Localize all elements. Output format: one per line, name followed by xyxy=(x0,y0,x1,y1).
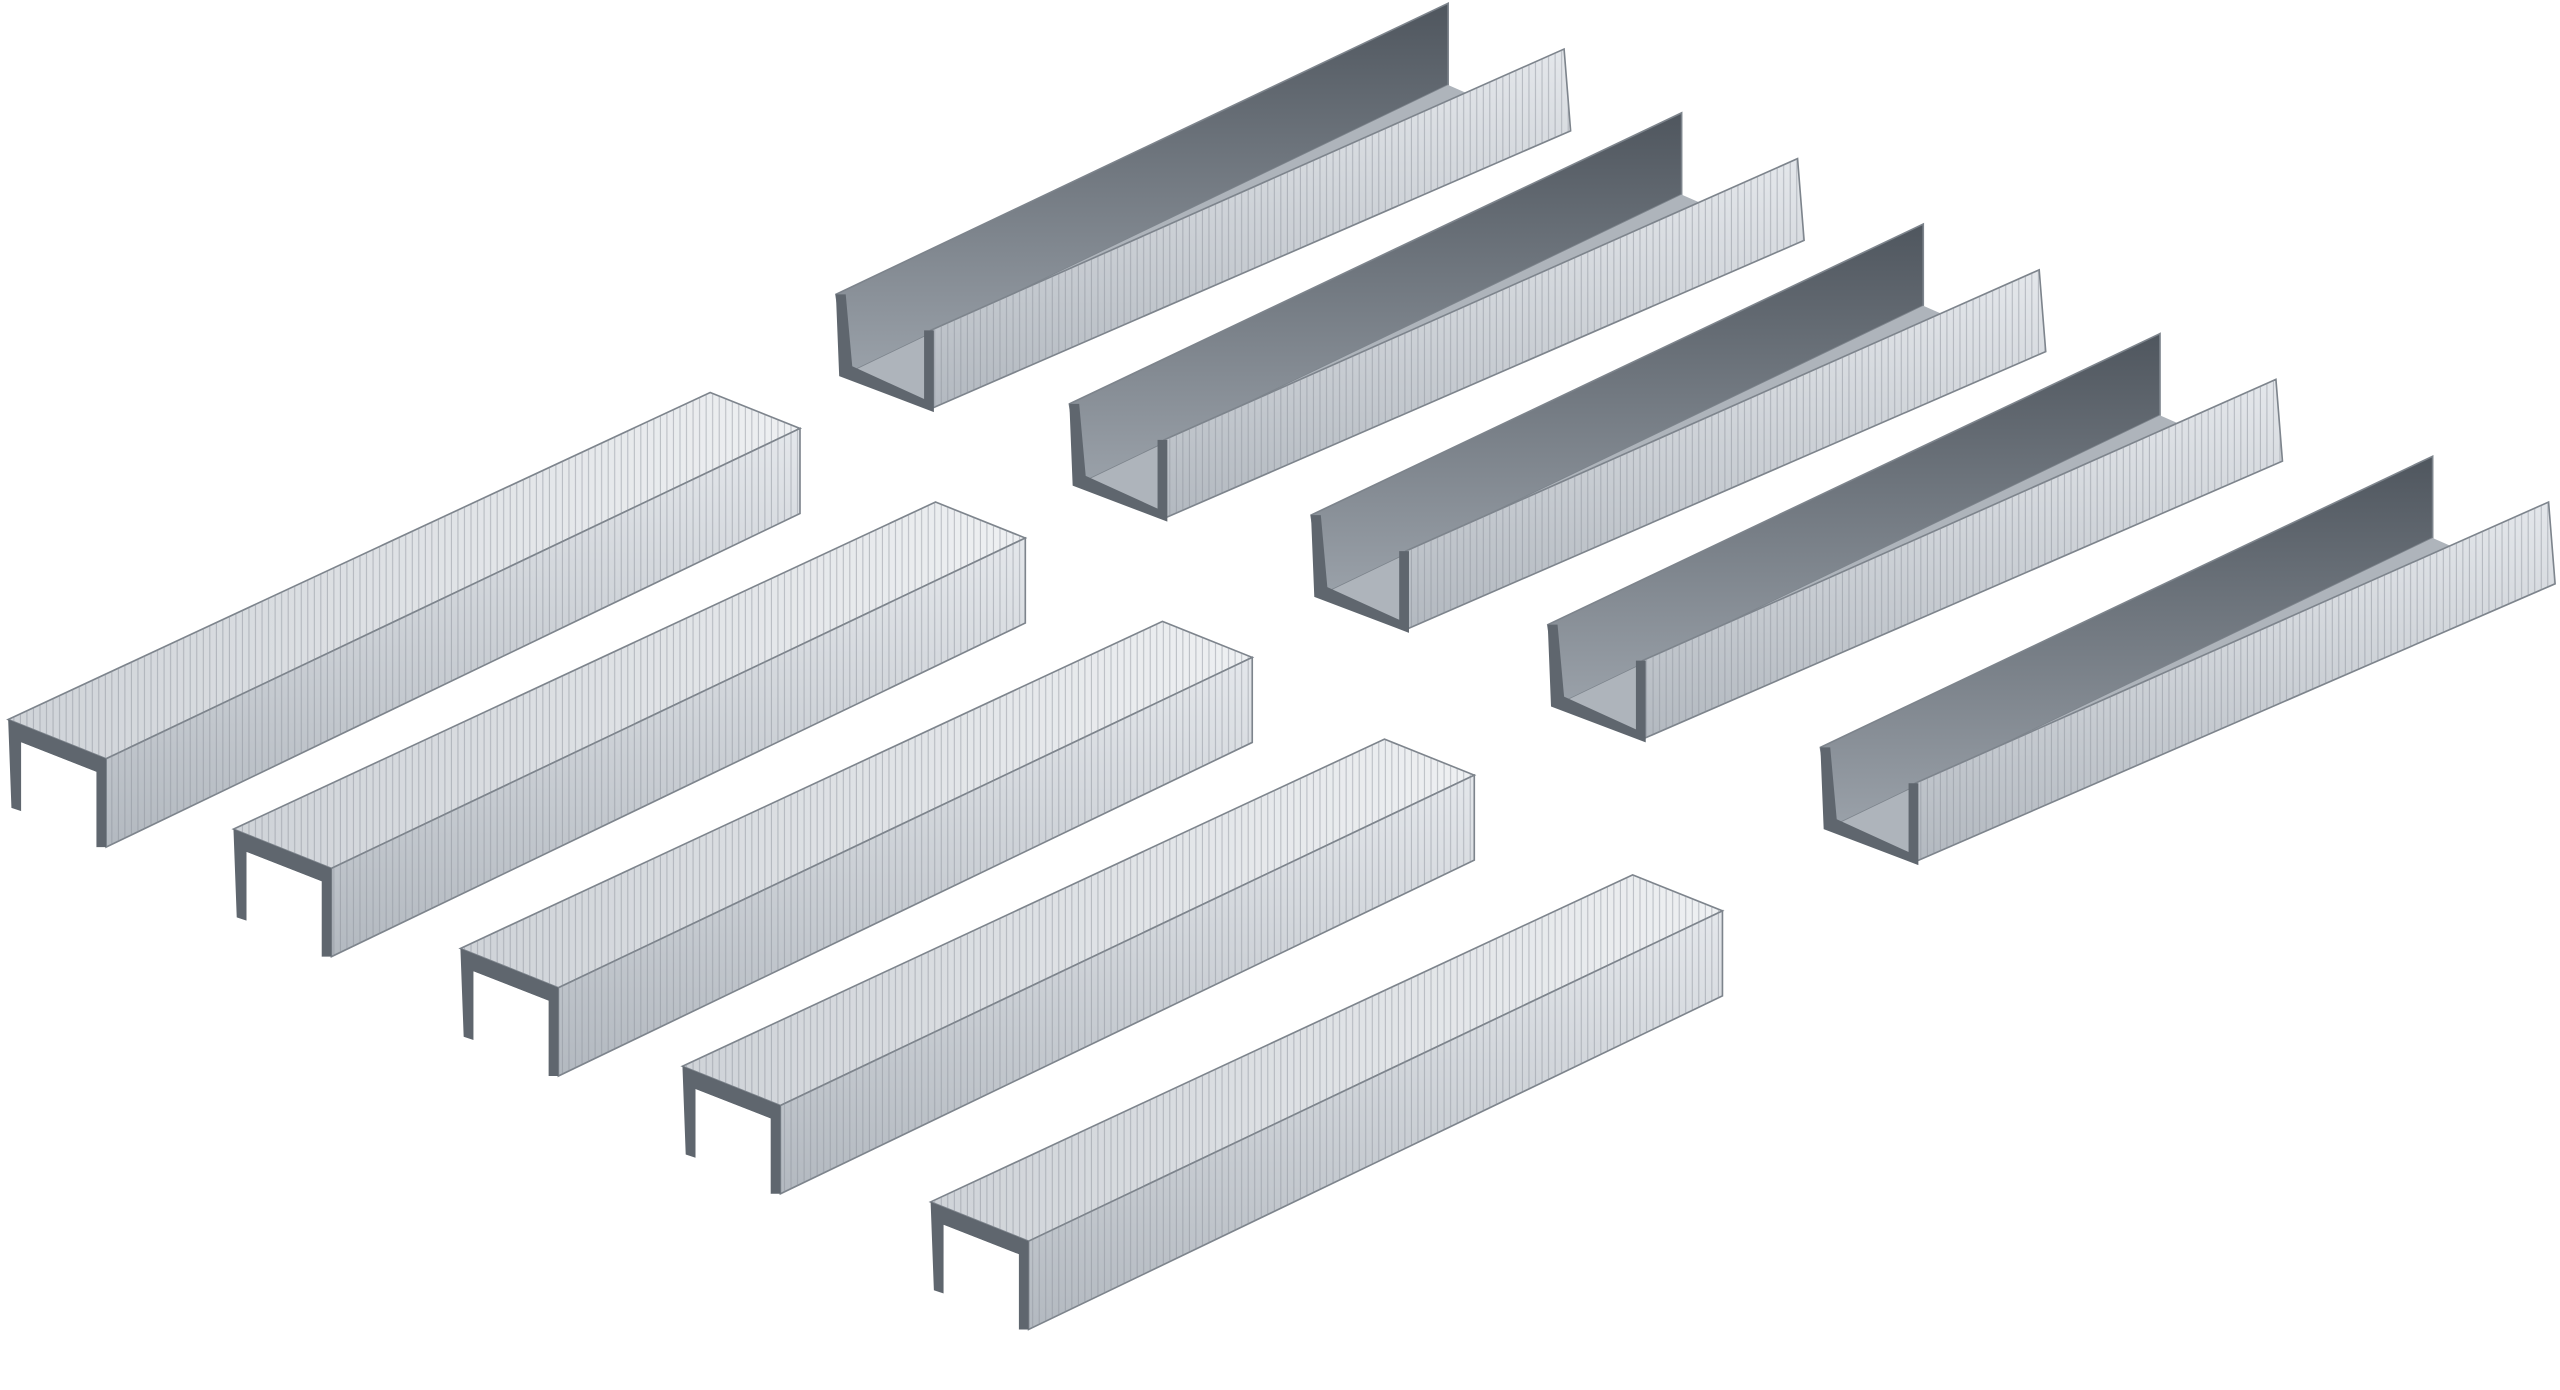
staple-strips xyxy=(6,1,2556,1331)
channel-end-profile xyxy=(1547,624,1646,743)
channel-end-profile xyxy=(1820,747,1919,866)
strip-end-gap xyxy=(21,742,97,848)
strip-side-ridges xyxy=(558,657,1253,1077)
strip-side-ridges xyxy=(331,538,1026,957)
strip-side-ridges xyxy=(106,428,801,848)
strip-end-gap xyxy=(473,971,549,1077)
channel-ridges xyxy=(1164,158,1805,519)
strip-side-ridges xyxy=(780,775,1475,1194)
channel-end-profile xyxy=(835,294,934,413)
strip-end-profile xyxy=(460,948,559,1077)
channel-end-profile xyxy=(1069,403,1168,522)
strip-side-ridges xyxy=(1028,910,1723,1330)
strip-top-ridges xyxy=(682,739,1475,1106)
strip-end-gap xyxy=(695,1089,771,1194)
strip-end-profile xyxy=(8,719,107,848)
strip-end-profile xyxy=(233,829,332,957)
channel-ridges xyxy=(1915,502,2556,862)
strip-top-ridges xyxy=(460,621,1253,988)
strip-end-gap xyxy=(943,1224,1019,1330)
strip-end-profile xyxy=(930,1201,1029,1330)
channel-end-profile xyxy=(1311,515,1409,633)
strip-end-profile xyxy=(682,1066,781,1194)
channel-ridges xyxy=(930,49,1571,409)
channel-ridges xyxy=(1642,379,2283,740)
strip-top-ridges xyxy=(930,874,1723,1242)
strip-top-ridges xyxy=(233,502,1026,869)
strip-end-gap xyxy=(246,851,322,957)
strip-top-ridges xyxy=(8,392,800,759)
channel-ridges xyxy=(1405,269,2046,630)
